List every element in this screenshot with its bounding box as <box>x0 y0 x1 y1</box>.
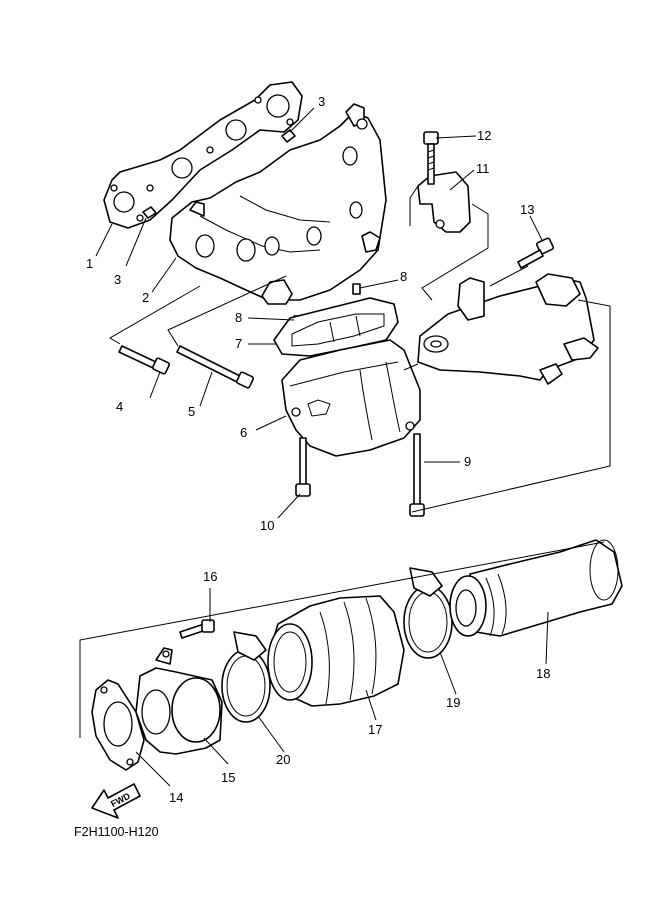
callout-11: 11 <box>476 161 490 176</box>
callout-7: 7 <box>235 336 242 351</box>
part-9-long-stud-bolt <box>409 433 425 517</box>
fwd-direction-arrow: FWD <box>91 783 141 819</box>
part-3-dowel-pins <box>142 129 296 219</box>
callout-17: 17 <box>368 722 382 737</box>
lower-leader-lines <box>79 541 605 787</box>
callout-14: 14 <box>169 790 183 805</box>
callout-19: 19 <box>446 695 460 710</box>
drawing-code: F2H1100-H120 <box>74 825 159 839</box>
callout-9: 9 <box>464 454 471 469</box>
part-1-manifold-gasket <box>103 81 303 229</box>
part-13-bolt <box>517 237 555 269</box>
callout-2: 2 <box>142 290 149 305</box>
callout-12: 12 <box>477 128 491 143</box>
part-11-bracket <box>417 171 471 233</box>
callout-3-lower: 3 <box>114 272 121 287</box>
callout-8-right: 8 <box>400 269 407 284</box>
callout-numbers: 1 2 3 3 4 5 6 7 8 8 9 10 11 12 13 14 15 … <box>86 94 550 805</box>
part-4-bolt <box>118 345 171 375</box>
part-6-exhaust-chamber <box>281 339 421 457</box>
callout-4: 4 <box>116 399 123 414</box>
part-17-rubber-hose <box>267 595 405 707</box>
exhaust-pipe <box>417 273 599 385</box>
part-5-long-bolt <box>176 345 255 389</box>
callout-8-left: 8 <box>235 310 242 325</box>
callout-18: 18 <box>536 666 550 681</box>
callout-20: 20 <box>276 752 290 767</box>
part-2-exhaust-manifold <box>169 103 387 305</box>
callout-1: 1 <box>86 256 93 271</box>
part-10-stud-bolt <box>295 437 311 497</box>
callout-13: 13 <box>520 202 534 217</box>
part-16-bolt <box>179 619 215 639</box>
part-19-hose-clamp <box>403 567 453 659</box>
callout-16: 16 <box>203 569 217 584</box>
callout-6: 6 <box>240 425 247 440</box>
callout-3-upper: 3 <box>318 94 325 109</box>
callout-15: 15 <box>221 770 235 785</box>
part-14-gasket-plate <box>91 679 145 771</box>
callout-5: 5 <box>188 404 195 419</box>
part-7-gasket <box>273 297 399 357</box>
callout-10: 10 <box>260 518 274 533</box>
upper-leader-lines <box>95 107 611 519</box>
part-20-hose-clamp <box>221 631 271 723</box>
part-18-tail-pipe <box>449 539 623 637</box>
part-15-flange-housing <box>135 647 223 755</box>
